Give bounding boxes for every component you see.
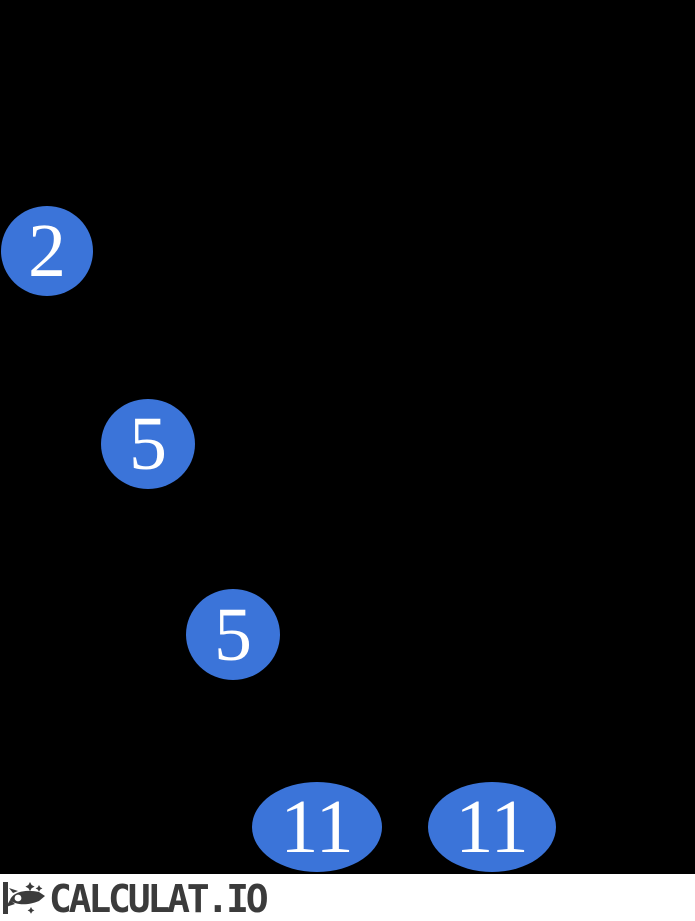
brand-text: CALCULAT.IO (49, 876, 269, 921)
tree-node-2: 2 (1, 206, 93, 296)
tree-node-5a: 5 (101, 399, 195, 489)
tree-node-label: 5 (214, 592, 252, 677)
tree-node-label: 5 (129, 402, 167, 486)
tree-node-label: 11 (455, 785, 529, 869)
tree-node-11b: 11 (428, 782, 556, 872)
tree-node-label: 2 (28, 209, 66, 293)
tree-node-11a: 11 (252, 782, 382, 872)
tree-node-label: 11 (280, 785, 354, 869)
tree-node-5b: 5 (186, 589, 280, 680)
watermark-footer: CALCULAT.IO (0, 874, 695, 921)
rocket-icon (3, 881, 45, 914)
calculatio-logo: CALCULAT.IO (3, 876, 269, 921)
